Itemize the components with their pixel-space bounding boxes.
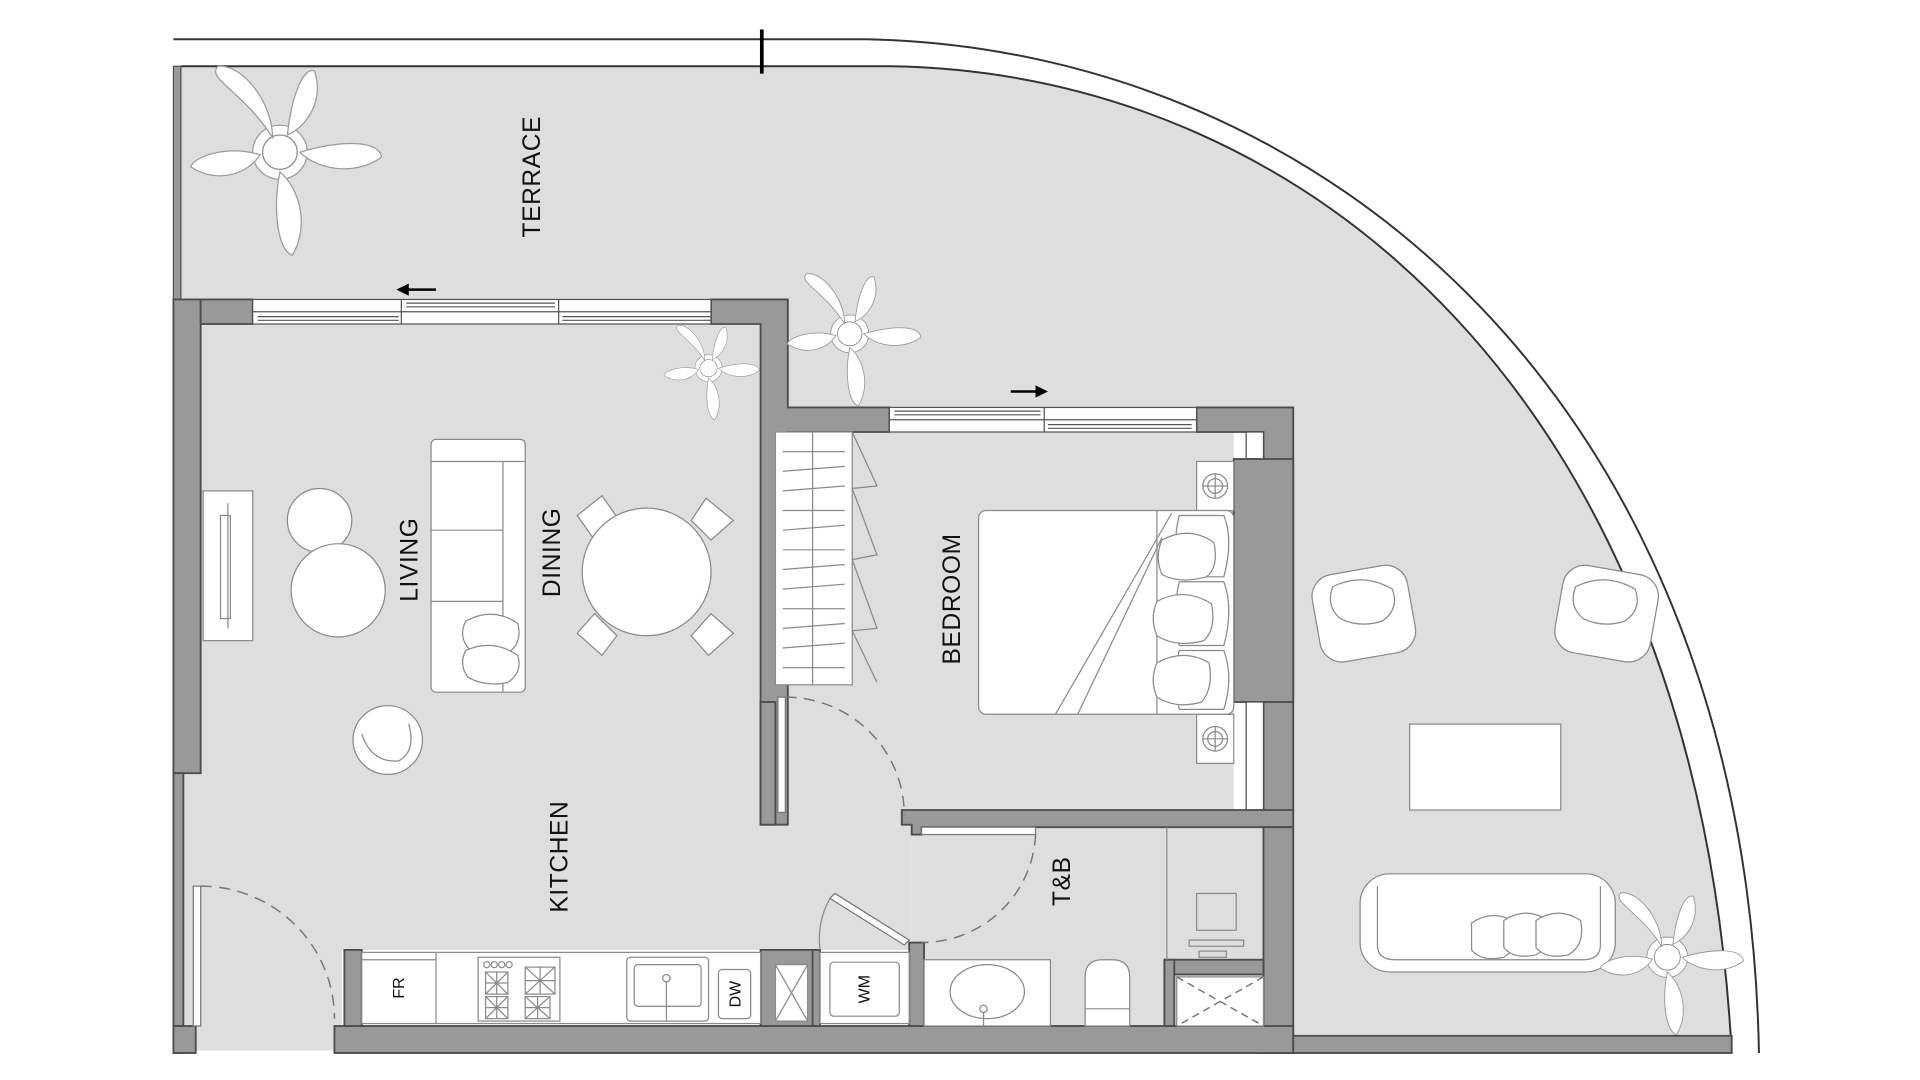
utility-shaft: [774, 964, 809, 1022]
bathroom-vanity: [923, 959, 1052, 1027]
plant-icon-terrace-topleft: [190, 65, 383, 257]
dishwasher: DW: [717, 968, 752, 1020]
window-arrow-right: [1010, 385, 1048, 398]
fridge-label: FR: [390, 977, 408, 998]
plant-icon-terrace-center: [786, 273, 922, 407]
double-bed: [977, 509, 1235, 715]
room-label-dining: DINING: [539, 507, 566, 597]
terrace-sofa: [1359, 873, 1616, 973]
room-label-toilet-bath: T&B: [1049, 856, 1076, 906]
nightstand-left: [1195, 713, 1235, 764]
walls: [172, 298, 1733, 1054]
terrace-armchair-right: [1554, 564, 1660, 663]
interior-floor: [180, 321, 1264, 1051]
washing-machine-label: WM: [856, 975, 874, 1003]
dishwasher-label: DW: [727, 980, 745, 1007]
toilet-icon: [1084, 959, 1131, 1027]
plant-icon-terrace-bottomright: [1599, 892, 1744, 1036]
room-label-kitchen: KITCHEN: [546, 801, 573, 913]
sofa: [430, 438, 526, 693]
wardrobe: [774, 431, 878, 686]
tv-console: [202, 490, 254, 642]
coffee-table-large: [290, 543, 386, 638]
kitchen-sink-icon: [626, 956, 710, 1022]
terrace-table: [1409, 723, 1562, 811]
stove-icon: [477, 956, 561, 1022]
sliding-window-bedroom: [888, 406, 1198, 433]
terrace-armchair-left: [1311, 564, 1417, 663]
entry-door[interactable]: [192, 885, 336, 1027]
window-arrow-left: [396, 283, 437, 296]
round-dining-table: [576, 494, 735, 657]
coffee-table-small: [286, 487, 353, 553]
bedroom-door[interactable]: [777, 696, 906, 815]
plant-icon-living: [663, 324, 760, 421]
room-label-bedroom: BEDROOM: [939, 533, 966, 664]
room-label-living: LIVING: [396, 518, 423, 602]
washing-machine: WM: [819, 951, 910, 1025]
fridge: FR: [390, 977, 408, 998]
bathroom-niche: [1166, 827, 1245, 960]
accent-chair: [352, 705, 424, 776]
room-label-terrace: TERRACE: [519, 116, 546, 238]
shower-icon: [1176, 976, 1265, 1027]
bathroom-door[interactable]: [920, 826, 1037, 944]
sliding-window-living: [252, 298, 712, 325]
utility-door[interactable]: [818, 892, 911, 950]
nightstand-right: [1195, 460, 1235, 512]
